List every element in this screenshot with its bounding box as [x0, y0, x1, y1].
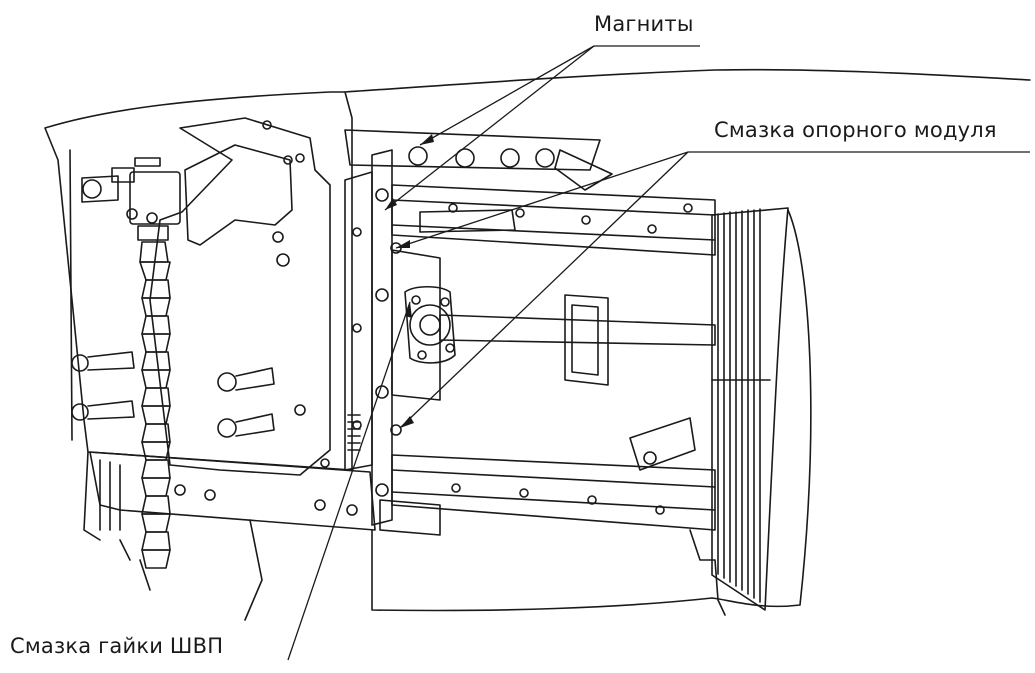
- leader-nut: [287, 301, 411, 661]
- leader-magnets-2: [384, 45, 595, 211]
- label-magnets: Магниты: [594, 12, 694, 36]
- label-support-module-lubrication: Смазка опорного модуля: [714, 118, 997, 142]
- leader-arrowheads: [385, 134, 434, 428]
- ball-screw-assembly: [390, 249, 716, 436]
- leader-support-2: [399, 151, 689, 429]
- leader-magnets-1: [419, 45, 595, 146]
- bellows-cover: [711, 207, 789, 611]
- bottom-rail: [391, 417, 716, 531]
- outer-housing: [119, 68, 1031, 621]
- carriage-bottom-bar: [89, 451, 441, 536]
- valve-block: [81, 157, 181, 241]
- vertical-guide: [344, 149, 393, 526]
- top-rail: [390, 184, 716, 256]
- coolant-hose: [139, 241, 171, 569]
- screws-left: [71, 351, 275, 438]
- label-ball-screw-nut-lubrication: Смазка гайки ШВП: [10, 634, 224, 658]
- bracket-plate: [149, 117, 331, 476]
- leader-lines: [287, 45, 1030, 661]
- leader-support-1: [395, 151, 689, 249]
- cable-chain: [344, 129, 613, 191]
- left-carrier-plate: [44, 91, 353, 541]
